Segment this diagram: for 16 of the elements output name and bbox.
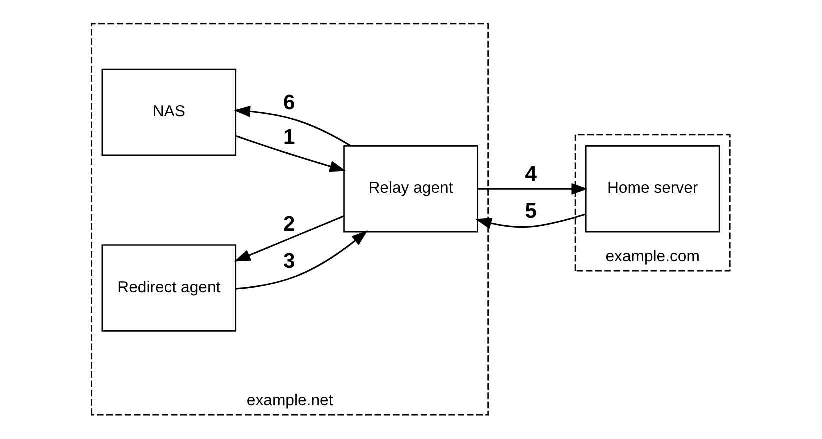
node-box: Redirect agent [102, 244, 237, 332]
arrow [236, 230, 368, 290]
edge-label: 4 [525, 162, 538, 186]
node-box: Relay agent [344, 146, 478, 233]
edge-label: 6 [283, 92, 296, 115]
arrow [236, 135, 346, 172]
edge-label: 3 [283, 250, 296, 274]
edge-label: 1 [283, 126, 296, 149]
edge-label: 2 [283, 213, 296, 236]
arrow [475, 214, 586, 230]
arrow [234, 216, 344, 262]
node-box: NAS [102, 68, 237, 156]
node-box: Home server [585, 146, 720, 233]
arrow [234, 106, 352, 147]
arrow [478, 183, 588, 195]
edge-label: 5 [525, 200, 538, 223]
